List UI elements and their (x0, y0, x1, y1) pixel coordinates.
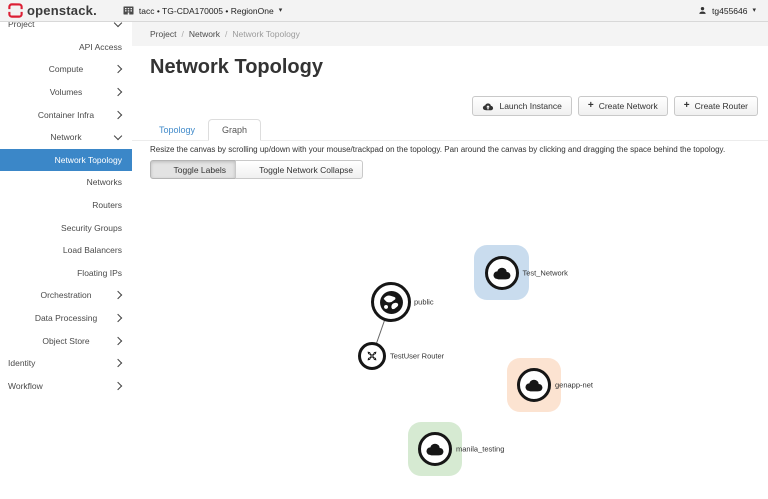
tab-graph[interactable]: Graph (208, 119, 262, 141)
plus-icon: + (587, 100, 594, 111)
cloud-upload-icon (482, 102, 494, 111)
sidebar-item-label: Network (50, 132, 82, 143)
building-icon (123, 6, 134, 15)
grid-3x3-icon (245, 165, 254, 174)
button-label: Create Router (694, 101, 748, 111)
sidebar-item-api-access[interactable]: API Access (0, 36, 132, 59)
router-icon (358, 342, 386, 370)
canvas-help-text: Resize the canvas by scrolling up/down w… (150, 145, 726, 154)
sidebar-item-label: Load Balancers (62, 245, 122, 256)
sidebar-item-label: Workflow (8, 380, 43, 391)
sidebar-item-container-infra[interactable]: Container Infra (0, 103, 132, 126)
sidebar-item-network[interactable]: Network (0, 126, 132, 149)
sidebar-item-project[interactable]: Project (0, 22, 132, 36)
topology-controls: Toggle Labels Toggle Network Collapse (150, 160, 364, 179)
sidebar-item-label: Volumes (49, 87, 83, 98)
topology-node-manila-testing[interactable]: manila_testing (408, 422, 504, 476)
breadcrumb-separator: / (181, 29, 184, 39)
openstack-brand[interactable]: openstack. (8, 3, 97, 18)
view-tabs: Topology Graph (132, 118, 768, 141)
sidebar-item-identity[interactable]: Identity (0, 352, 132, 375)
topology-node-label: Test_Network (522, 268, 568, 277)
chevron-down-icon (113, 22, 123, 28)
create-network-button[interactable]: + Create Network (577, 96, 668, 116)
sidebar-item-object-store[interactable]: Object Store (0, 329, 132, 352)
toggle-network-collapse-button[interactable]: Toggle Network Collapse (234, 160, 364, 179)
cloud-icon (418, 432, 452, 466)
plus-icon: + (683, 100, 690, 111)
sidebar-item-security-groups[interactable]: Security Groups (0, 216, 132, 239)
toggle-labels-button[interactable]: Toggle Labels (150, 160, 236, 179)
project-context-switcher[interactable]: tacc • TG-CDA170005 • RegionOne ▾ (123, 6, 282, 16)
button-label: Create Network (598, 101, 658, 111)
chevron-right-icon (113, 358, 123, 368)
button-label: Toggle Network Collapse (259, 164, 354, 175)
sidebar-item-networks[interactable]: Networks (0, 171, 132, 194)
top-navbar: openstack. tacc • TG-CDA170005 • RegionO… (0, 0, 768, 22)
sidebar-item-routers[interactable]: Routers (0, 194, 132, 217)
breadcrumb-separator: / (225, 29, 228, 39)
caret-down-icon: ▾ (278, 7, 283, 14)
sidebar-item-orchestration[interactable]: Orchestration (0, 284, 132, 307)
sidebar-item-label: Security Groups (61, 222, 122, 233)
button-label: Launch Instance (499, 101, 562, 111)
topology-node-label: manila_testing (456, 444, 505, 454)
cloud-icon (517, 368, 551, 402)
sidebar-item-volumes[interactable]: Volumes (0, 81, 132, 104)
sidebar-item-label: Compute (48, 64, 84, 75)
openstack-logo-icon (8, 3, 23, 18)
sidebar-item-workflow[interactable]: Workflow (0, 375, 132, 398)
caret-down-icon: ▾ (752, 7, 756, 14)
topology-node-label: public (414, 297, 434, 307)
sidebar-item-label: Project (8, 22, 35, 30)
sidebar-item-label: Orchestration (40, 290, 92, 301)
user-label: tg455646 (712, 5, 748, 16)
sidebar-item-floating-ips[interactable]: Floating IPs (0, 262, 132, 285)
sidebar-item-label: Network Topology (54, 154, 122, 165)
context-label: tacc • TG-CDA170005 • RegionOne (138, 5, 274, 16)
sidebar-item-label: Identity (8, 358, 36, 369)
sidebar-item-label: Networks (86, 177, 122, 188)
cloud-icon (484, 255, 519, 290)
user-icon (698, 6, 707, 15)
sidebar-item-label: Routers (92, 200, 122, 211)
sidebar-item-label: Object Store (42, 335, 90, 346)
topology-node-label: TestUser Router (390, 351, 445, 361)
chevron-right-icon (113, 381, 123, 391)
main-content: Project / Network / Network Topology Network… (132, 22, 768, 499)
sidebar-item-load-balancers[interactable]: Load Balancers (0, 239, 132, 262)
sidebar-item-label: Floating IPs (77, 267, 122, 278)
page-actions: Launch Instance + Create Network + Create Ro… (132, 96, 758, 116)
sidebar-item-compute[interactable]: Compute (0, 58, 132, 81)
button-label: Toggle Labels (173, 164, 226, 175)
breadcrumb: Project / Network / Network Topology (132, 22, 768, 46)
launch-instance-button[interactable]: Launch Instance (472, 96, 572, 116)
sidebar-item-data-processing[interactable]: Data Processing (0, 307, 132, 330)
breadcrumb-item-network[interactable]: Network (188, 29, 221, 39)
sidebar-item-label: Data Processing (34, 313, 98, 324)
breadcrumb-item-network-topology: Network Topology (232, 29, 300, 39)
globe-icon (371, 282, 411, 322)
user-menu[interactable]: tg455646 ▾ (698, 6, 756, 16)
grid-2x2-icon (160, 165, 169, 174)
sidebar-item-label: API Access (79, 41, 122, 52)
sidebar-item-label: Container Infra (37, 109, 95, 120)
page-title: Network Topology (150, 56, 323, 78)
tab-topology[interactable]: Topology (159, 125, 196, 135)
brand-name: openstack. (27, 3, 97, 18)
sidebar-item-network-topology[interactable]: Network Topology (0, 148, 132, 172)
topology-node-genapp-net[interactable]: genapp-net (507, 358, 593, 412)
breadcrumb-item-project[interactable]: Project (150, 29, 177, 39)
topology-node-label: genapp-net (555, 380, 593, 390)
topology-node-test-network[interactable]: Test_Network (474, 245, 568, 300)
topology-node-public[interactable]: public (371, 282, 434, 322)
create-router-button[interactable]: + Create Router (673, 96, 758, 116)
topology-node-testuser-router[interactable]: TestUser Router (358, 342, 444, 370)
